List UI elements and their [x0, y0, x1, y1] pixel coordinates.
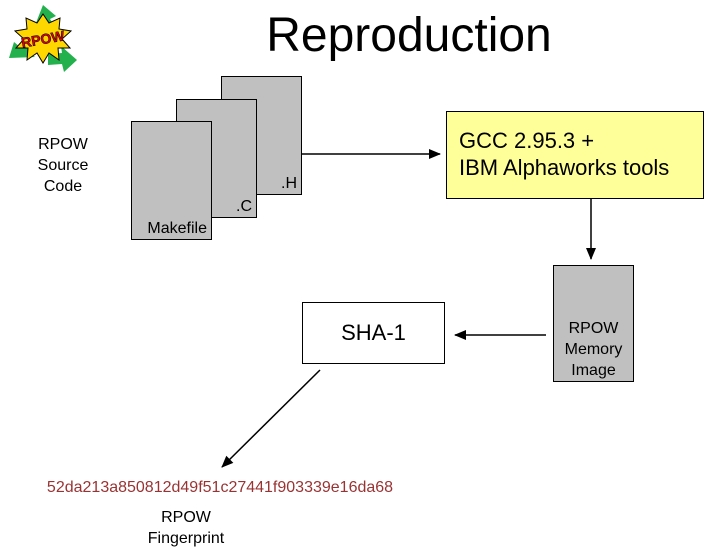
compiler-line: GCC 2.95.3 +	[459, 128, 595, 153]
header-file-label: .H	[281, 175, 297, 192]
fingerprint-label: RPOW Fingerprint	[136, 507, 236, 549]
memory-label-line: RPOW	[568, 320, 619, 337]
source-label-line: Code	[43, 178, 83, 195]
fingerprint-hash: 52da213a850812d49f51c27441f903339e16da68	[46, 479, 394, 496]
arrow-sha1-to-fingerprint	[221, 369, 321, 468]
makefile-file: Makefile	[131, 121, 212, 240]
burst-shape	[13, 13, 73, 64]
makefile-label: Makefile	[147, 220, 207, 237]
logo-text: RPOW	[20, 27, 66, 50]
slide-title: Reproduction	[266, 9, 552, 62]
source-label-line: RPOW	[38, 136, 88, 153]
fingerprint-label-line: Fingerprint	[147, 530, 225, 547]
source-label-line: Source	[37, 157, 89, 174]
rpow-logo: RPOW	[9, 5, 77, 72]
c-file-label: .C	[236, 198, 252, 215]
fingerprint-label-line: RPOW	[161, 509, 211, 526]
source-code-label: RPOW Source Code	[20, 134, 106, 197]
compiler-line: IBM Alphaworks tools	[459, 155, 670, 180]
sha1-box: SHA-1	[302, 302, 445, 364]
memory-image-box: RPOW Memory Image	[553, 265, 634, 382]
memory-label-line: Memory	[564, 341, 623, 358]
compiler-box: GCC 2.95.3 + IBM Alphaworks tools	[446, 111, 704, 199]
memory-label-line: Image	[571, 362, 616, 379]
